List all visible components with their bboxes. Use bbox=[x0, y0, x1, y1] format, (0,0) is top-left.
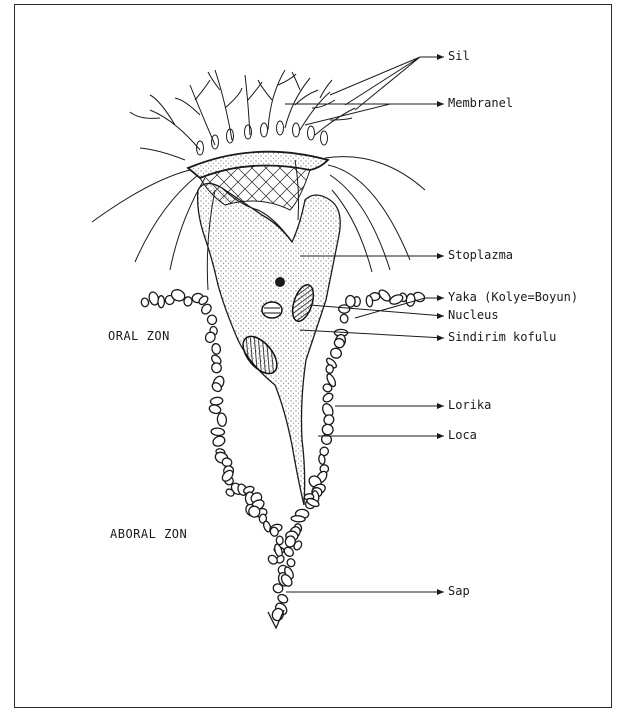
label-membranel: Membranel bbox=[448, 97, 513, 109]
label-sindirim-kofulu: Sindirim kofulu bbox=[448, 331, 556, 343]
label-lorika: Lorika bbox=[448, 399, 491, 411]
label-sap: Sap bbox=[448, 585, 470, 597]
label-yaka: Yaka (Kolye=Boyun) bbox=[448, 291, 578, 303]
label-nucleus: Nucleus bbox=[448, 309, 499, 321]
label-loca: Loca bbox=[448, 429, 477, 441]
label-stoplazma: Stoplazma bbox=[448, 249, 513, 261]
label-aboral-zone: ABORAL ZON bbox=[110, 527, 187, 541]
label-sil: Sil bbox=[448, 50, 470, 62]
label-oral-zone: ORAL ZON bbox=[108, 329, 170, 343]
membranelles bbox=[197, 121, 328, 155]
leader-arrowheads bbox=[437, 54, 444, 595]
